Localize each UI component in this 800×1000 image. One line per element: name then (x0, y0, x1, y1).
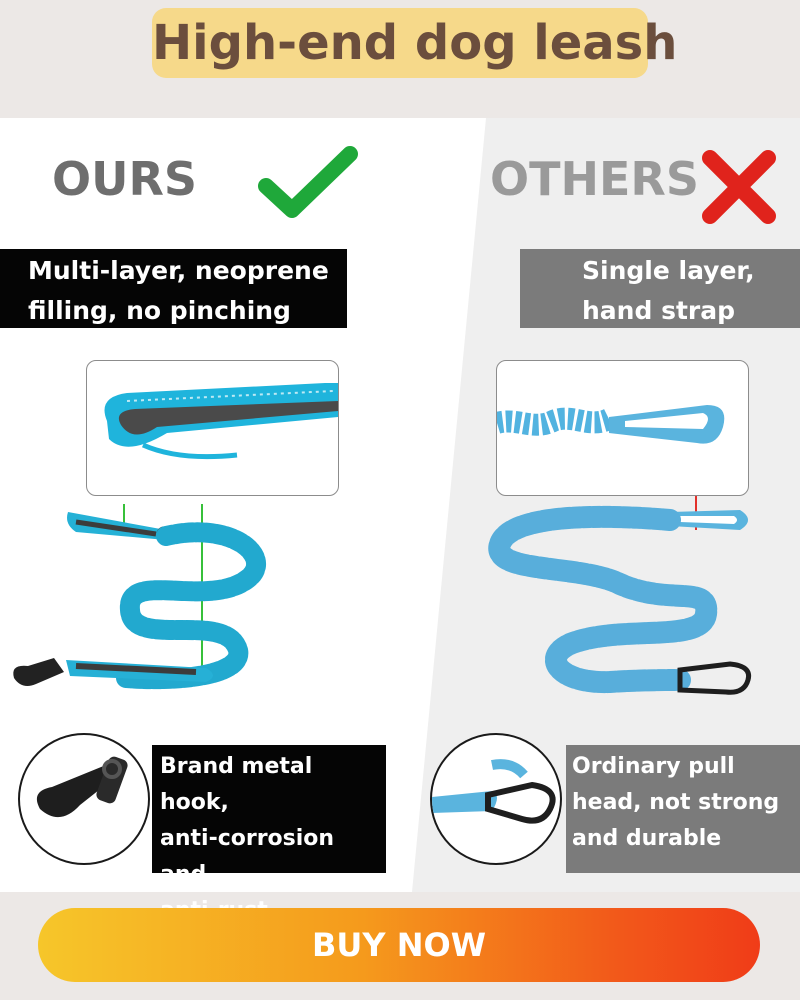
ours-heading: OURS (52, 152, 198, 206)
others-hook-box: Ordinary pull head, not strong and durab… (566, 745, 800, 873)
ours-hook-line-2: anti-corrosion and (160, 826, 335, 887)
ours-feature-box: Multi-layer, neoprene filling, no pinchi… (0, 249, 347, 328)
metal-hook-image (36, 756, 128, 818)
green-checkmark-icon (258, 146, 358, 218)
buy-now-button[interactable]: BUY NOW (38, 908, 760, 982)
ours-hook-closeup (18, 733, 150, 865)
carabiner-image (432, 759, 556, 824)
ours-hook-box: Brand metal hook, anti-corrosion and ant… (152, 745, 386, 923)
page-title: High-end dog leash (152, 15, 678, 71)
others-hook-closeup (430, 733, 562, 865)
single-layer-strap-image (497, 405, 725, 444)
others-feature-line-1: Single layer, (582, 256, 755, 285)
others-handle-closeup (496, 360, 749, 496)
ours-handle-closeup (86, 360, 339, 496)
red-cross-icon (702, 150, 776, 224)
others-hook-line-3: and durable (572, 826, 722, 851)
others-hook-line-1: Ordinary pull (572, 754, 735, 779)
others-leash-image (488, 496, 752, 695)
ours-hook-line-1: Brand metal hook, (160, 754, 313, 815)
ours-feature-line-1: Multi-layer, neoprene (28, 256, 329, 285)
others-feature-box: Single layer, hand strap (520, 249, 800, 328)
ours-feature-line-2: filling, no pinching (28, 296, 291, 325)
title-pill (152, 8, 648, 78)
others-heading: OTHERS (490, 152, 699, 206)
ours-leash-image (13, 504, 266, 690)
others-hook-line-2: head, not strong (572, 790, 780, 815)
neoprene-handle-image (104, 383, 338, 460)
others-feature-line-2: hand strap (582, 296, 735, 325)
